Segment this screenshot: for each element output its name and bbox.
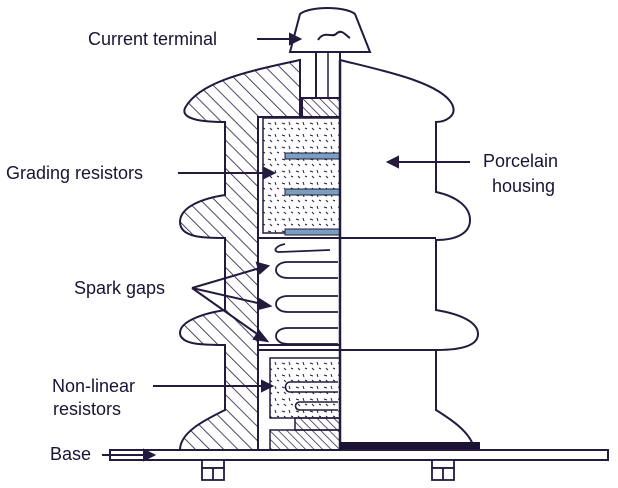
label-housing: housing xyxy=(492,176,556,196)
grading-disc-1 xyxy=(284,152,341,160)
label-porcelain: Porcelain xyxy=(483,151,559,171)
top-spacer xyxy=(301,97,341,119)
spark-gap-electrodes xyxy=(274,243,338,345)
grading-resistor-stack xyxy=(262,117,341,234)
bolt-right xyxy=(431,459,455,481)
bottom-spacer-2 xyxy=(269,429,341,451)
label-grading-resistors: Grading resistors xyxy=(6,163,144,183)
housing-right xyxy=(339,59,480,449)
terminal-cap xyxy=(288,7,372,53)
grading-disc-3 xyxy=(284,228,341,236)
housing-section-left xyxy=(178,58,301,451)
label-current-terminal: Current terminal xyxy=(88,29,218,49)
label-base: Base xyxy=(50,444,92,464)
label-non-linear: Non-linear xyxy=(52,376,136,396)
bolt-left xyxy=(201,459,225,481)
label-spark-gaps: Spark gaps xyxy=(74,278,166,298)
base-plate xyxy=(109,449,609,461)
grading-disc-2 xyxy=(284,188,341,196)
bottom-spacer-1 xyxy=(294,417,341,431)
nonlinear-resistor-stack xyxy=(269,357,341,419)
base-seal xyxy=(340,442,480,451)
label-resistors: resistors xyxy=(53,399,122,419)
